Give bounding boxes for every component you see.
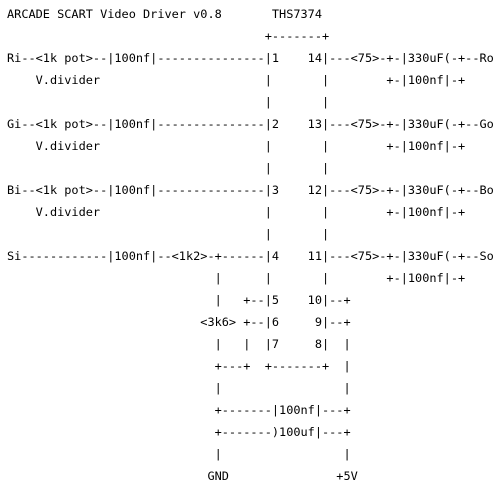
sync-output-cap-line: | | | +-|100nf|-+ bbox=[7, 271, 466, 285]
spacer-line: | | bbox=[7, 161, 330, 175]
spacer-line: | | bbox=[7, 95, 330, 109]
pin6-pin9-line: <3k6> +--|6 9|--+ bbox=[7, 315, 351, 329]
red-channel-line: Ri--<1k pot>--|100nf|---------------|1 1… bbox=[7, 51, 493, 65]
chip-top-border: +-------+ bbox=[7, 29, 330, 43]
blue-divider-line: V.divider | | +-|100nf|-+ bbox=[7, 205, 466, 219]
pin5-pin10-line: | +--|5 10|--+ bbox=[7, 293, 351, 307]
power-labels-line: GND +5V bbox=[7, 469, 358, 483]
green-divider-line: V.divider | | +-|100nf|-+ bbox=[7, 139, 466, 153]
decoupling-100uf-line: +-------)100uf|---+ bbox=[7, 425, 351, 439]
rail-line: | | bbox=[7, 381, 351, 395]
rail-line: | | bbox=[7, 447, 351, 461]
green-channel-line: Gi--<1k pot>--|100nf|---------------|2 1… bbox=[7, 117, 493, 131]
spacer-line: | | bbox=[7, 227, 330, 241]
pin7-pin8-line: | | |7 8| | bbox=[7, 337, 351, 351]
blue-channel-line: Bi--<1k pot>--|100nf|---------------|3 1… bbox=[7, 183, 493, 197]
red-divider-line: V.divider | | +-|100nf|-+ bbox=[7, 73, 466, 87]
sync-channel-line: Si------------|100nf|--<1k2>-+------|4 1… bbox=[7, 249, 493, 263]
decoupling-100nf-line: +-------|100nf|---+ bbox=[7, 403, 351, 417]
chip-bottom-border: +---+ +-------+ | bbox=[7, 359, 351, 373]
title-line: ARCADE SCART Video Driver v0.8 THS7374 bbox=[7, 7, 322, 21]
ascii-schematic: ARCADE SCART Video Driver v0.8 THS7374 +… bbox=[7, 3, 493, 487]
